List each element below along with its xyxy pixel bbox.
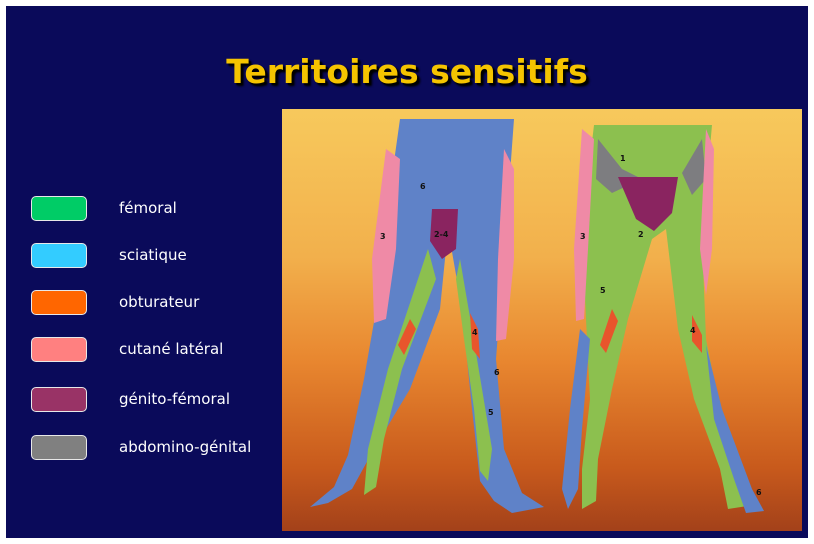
legend-item-genito-femoral: génito-fémoral [31,387,281,413]
back-view-number-4: 4 [472,328,478,337]
front-view-number-3: 3 [580,232,586,241]
back-view-number-6-lower: 6 [494,368,500,377]
legend-label-obturateur: obturateur [119,293,199,311]
legend-swatch-obturateur [31,290,87,315]
legend-item-abdomino-genital: abdomino-génital [31,435,281,461]
front-view-number-4: 4 [690,326,696,335]
legend-item-obturateur: obturateur [31,290,281,316]
legend-swatch-sciatique [31,243,87,268]
legend-item-femoral: fémoral [31,196,281,222]
legend-swatch-genito-femoral [31,387,87,412]
back-view-number-5: 5 [488,408,494,417]
slide-title: Territoires sensitifs [6,52,808,91]
front-view-number-2: 2 [638,230,644,239]
legend-swatch-cutane-lateral [31,337,87,362]
legend-label-sciatique: sciatique [119,246,187,264]
legend-label-genito-femoral: génito-fémoral [119,390,230,408]
legend-item-cutane-lateral: cutané latéral [31,337,281,363]
front-view-number-5: 5 [600,286,606,295]
slide: Territoires sensitifs fémoral sciatique … [6,6,808,538]
front-view-number-1: 1 [620,154,626,163]
leg-dermatome-illustration: 6 3 2-4 4 6 5 1 3 2 [282,109,802,531]
legend-label-cutane-lateral: cutané latéral [119,340,223,358]
legend-label-femoral: fémoral [119,199,177,217]
back-view-number-3: 3 [380,232,386,241]
back-view-number-6: 6 [420,182,426,191]
front-view-number-6: 6 [756,488,762,497]
legend-swatch-abdomino-genital [31,435,87,460]
back-view-number-2-4: 2-4 [434,230,449,239]
legend-label-abdomino-genital: abdomino-génital [119,438,251,456]
legend-item-sciatique: sciatique [31,243,281,269]
leg-dermatome-svg: 6 3 2-4 4 6 5 1 3 2 [282,109,802,531]
legend-swatch-femoral [31,196,87,221]
